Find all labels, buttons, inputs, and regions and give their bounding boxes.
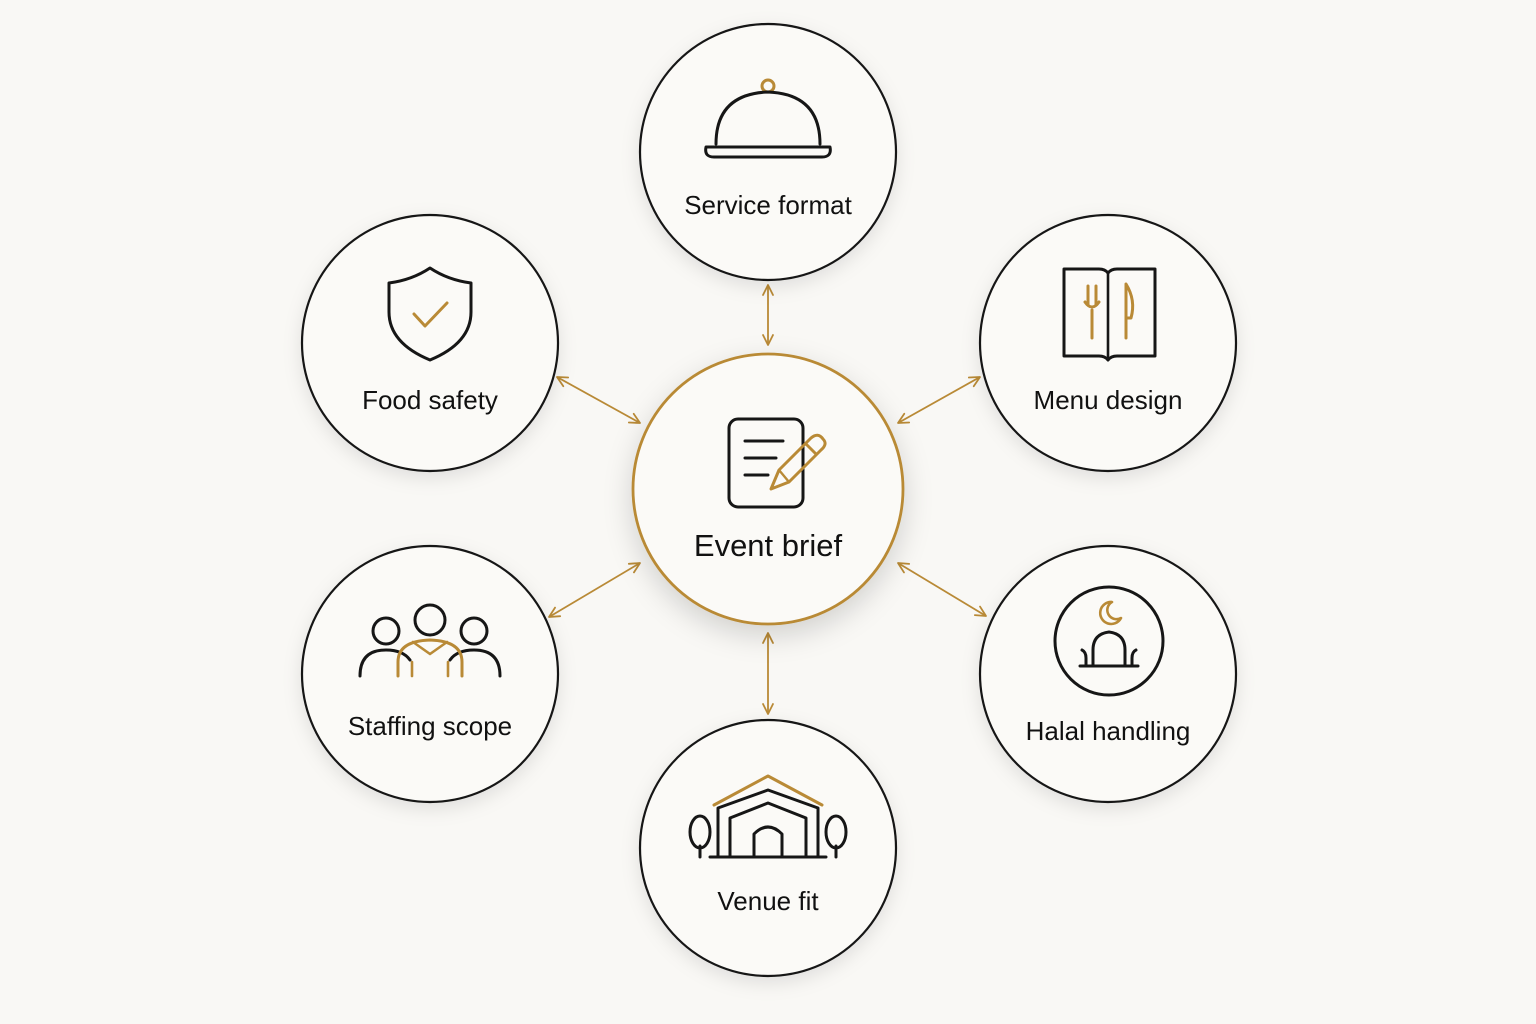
document-pencil-icon xyxy=(727,417,827,509)
node-food-safety: Food safety xyxy=(300,213,560,473)
center-node-circle xyxy=(631,352,905,626)
connector-staffing xyxy=(548,562,641,618)
mosque-crescent-icon xyxy=(1053,585,1165,697)
center-node: Event brief xyxy=(631,352,905,626)
node-label: Food safety xyxy=(362,385,498,415)
venue-tent-trees-icon xyxy=(688,774,848,859)
shield-check-icon xyxy=(387,266,473,362)
node-venue-fit: Venue fit xyxy=(638,718,898,978)
node-label: Staffing scope xyxy=(348,711,512,741)
team-people-icon xyxy=(358,603,502,678)
node-service-format: Service format xyxy=(638,22,898,282)
center-label: Event brief xyxy=(694,528,843,563)
node-circle xyxy=(978,544,1238,804)
node-circle xyxy=(638,22,898,282)
menu-book-cutlery-icon xyxy=(1062,267,1157,362)
node-staffing-scope: Staffing scope xyxy=(300,544,560,804)
connector-menu xyxy=(897,376,981,424)
node-label: Service format xyxy=(684,190,852,220)
node-menu-design: Menu design xyxy=(978,213,1238,473)
connector-safety xyxy=(556,376,641,424)
node-halal-handling: Halal handling xyxy=(978,544,1238,804)
connector-halal xyxy=(897,562,987,617)
connectors xyxy=(548,284,987,715)
node-circle xyxy=(638,718,898,978)
cloche-icon xyxy=(704,78,832,159)
node-circle xyxy=(300,544,560,804)
node-label: Halal handling xyxy=(1026,716,1191,746)
node-circle xyxy=(300,213,560,473)
node-label: Menu design xyxy=(1034,385,1183,415)
node-label: Venue fit xyxy=(717,886,819,916)
